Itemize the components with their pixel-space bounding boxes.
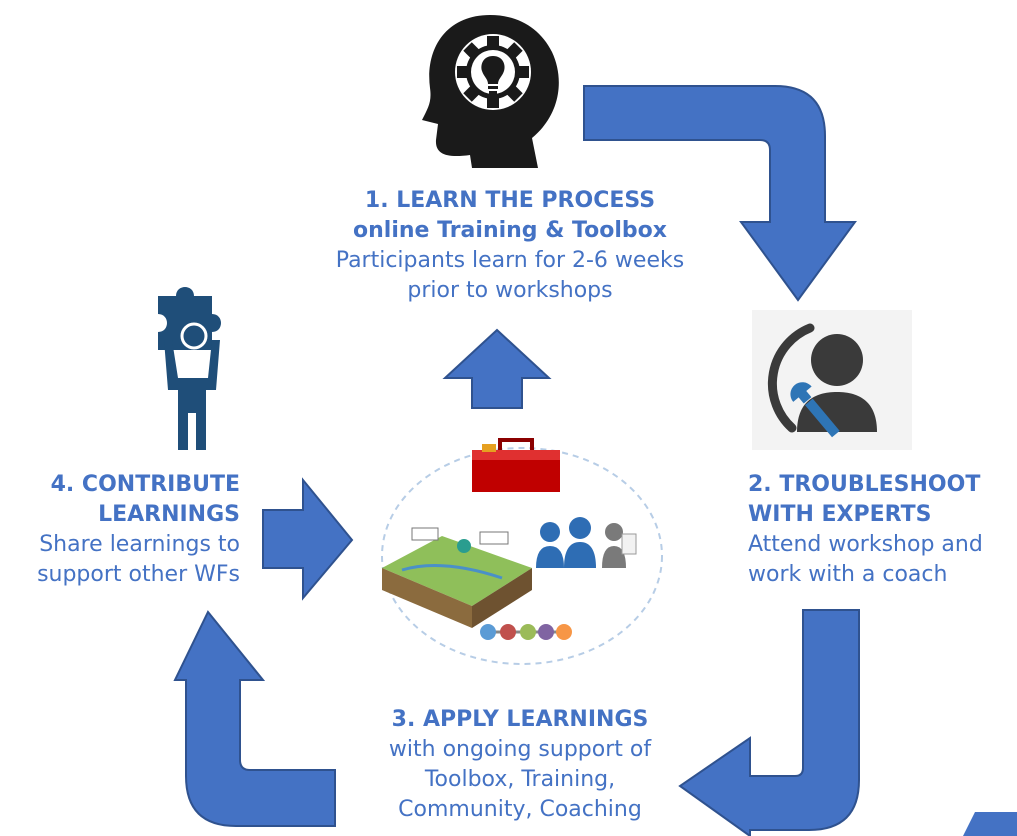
arrow-troubleshoot-to-apply xyxy=(678,609,860,836)
step-2-line-2: work with a coach xyxy=(748,562,948,587)
step-4-line-2: support other WFs xyxy=(37,562,240,587)
step-2-title-line-1: 2. TROUBLESHOOT xyxy=(748,472,981,497)
step-4-title-line-1: 4. CONTRIBUTE xyxy=(50,472,240,497)
arrow-apply-to-contribute xyxy=(173,610,336,827)
step-1-subtitle: online Training & Toolbox xyxy=(353,218,667,243)
toolbox-and-team-illustration xyxy=(381,438,663,665)
step-1-learn-the-process: 1. LEARN THE PROCESS online Training & T… xyxy=(260,186,760,306)
step-1-line-1: Participants learn for 2-6 weeks xyxy=(335,248,685,273)
step-3-line-2: Toolbox, Training, xyxy=(424,767,616,792)
person-holding-puzzle-icon xyxy=(158,287,221,450)
step-4-contribute-learnings: 4. CONTRIBUTE LEARNINGS Share learnings … xyxy=(0,470,240,590)
arrow-center-to-learn xyxy=(442,328,552,409)
step-1-title: 1. LEARN THE PROCESS xyxy=(364,188,656,213)
person-wrench-icon xyxy=(752,310,912,450)
corner-shape xyxy=(963,812,1017,836)
step-4-title-line-2: LEARNINGS xyxy=(98,502,240,527)
step-2-troubleshoot-with-experts: 2. TROUBLESHOOT WITH EXPERTS Attend work… xyxy=(748,470,1017,590)
step-4-line-1: Share learnings to xyxy=(39,532,240,557)
step-3-apply-learnings: 3. APPLY LEARNINGS with ongoing support … xyxy=(320,705,720,825)
step-3-title: 3. APPLY LEARNINGS xyxy=(391,707,649,732)
step-1-line-2: prior to workshops xyxy=(407,278,613,303)
arrow-contribute-to-center xyxy=(262,477,354,601)
arrow-learn-to-troubleshoot xyxy=(583,85,857,302)
step-3-line-3: Community, Coaching xyxy=(398,797,642,822)
step-2-line-1: Attend workshop and xyxy=(748,532,983,557)
head-gear-lightbulb-icon xyxy=(422,15,559,168)
step-3-line-1: with ongoing support of xyxy=(388,737,652,762)
step-2-title-line-2: WITH EXPERTS xyxy=(748,502,932,527)
